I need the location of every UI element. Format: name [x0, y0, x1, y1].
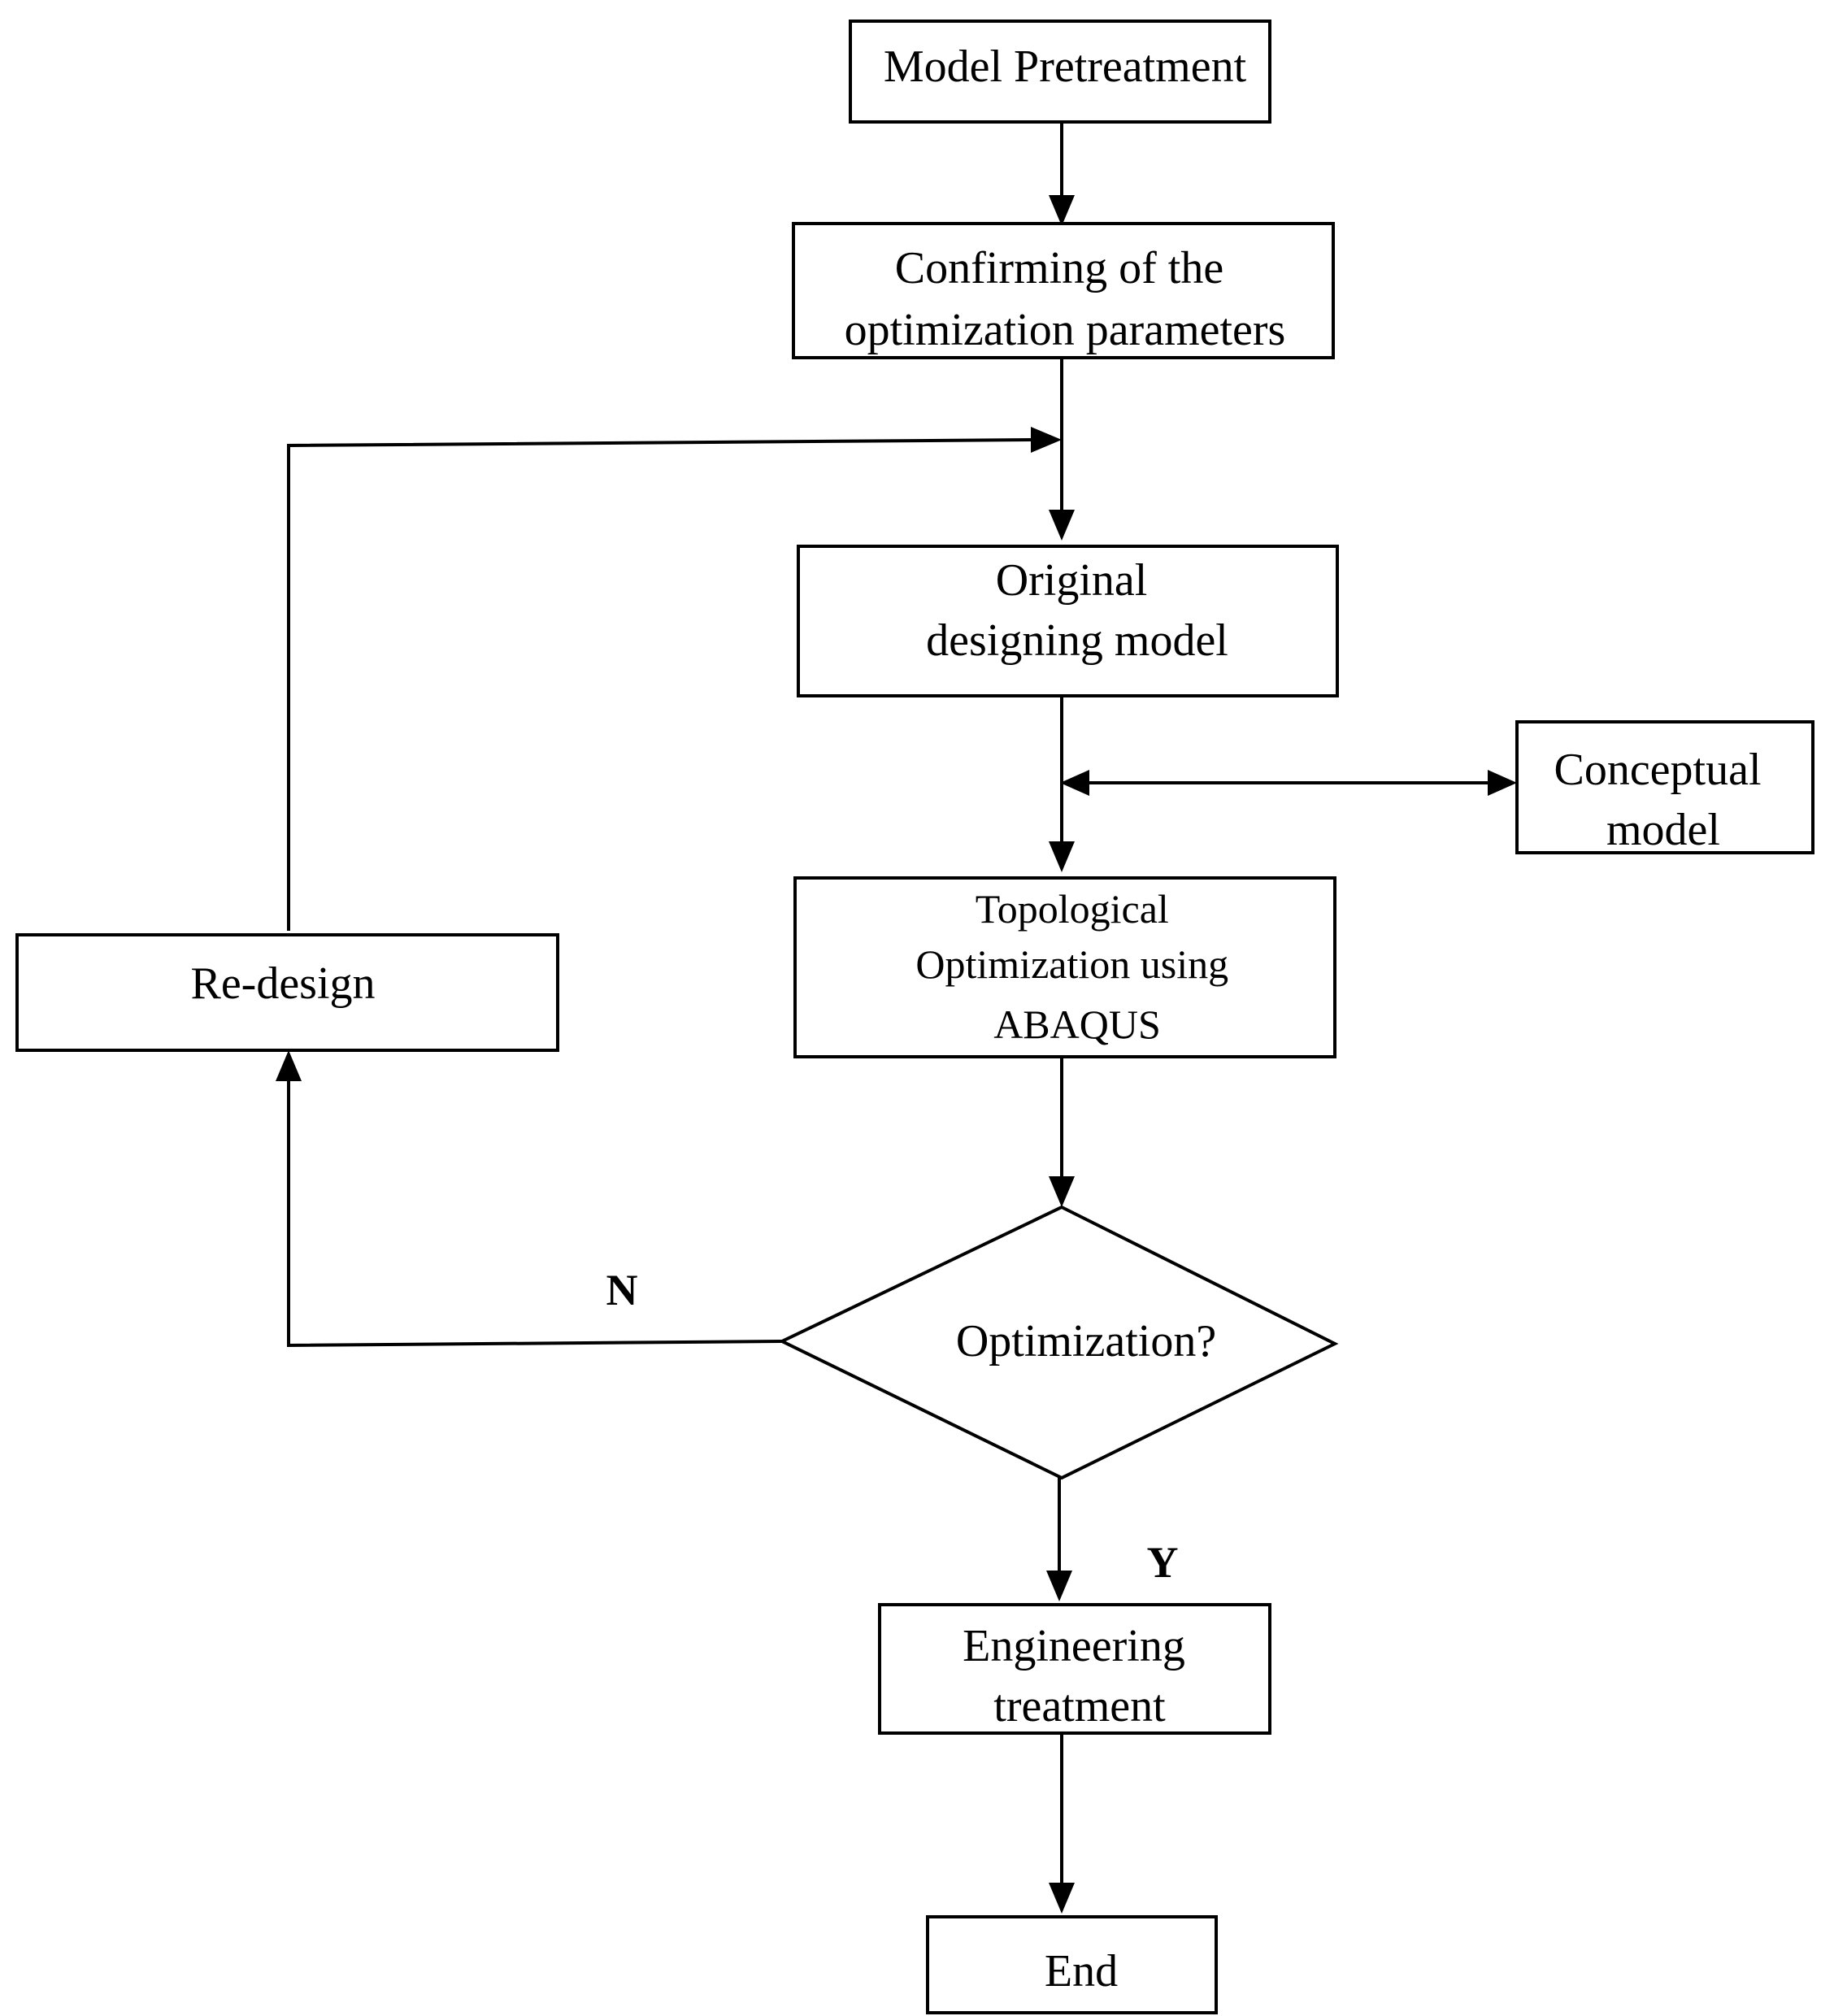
node-original-model-line-2: designing model [926, 615, 1228, 666]
branch-label-no: N [606, 1266, 638, 1314]
node-topological-optimization-line-2: Optimization using [915, 941, 1228, 987]
node-confirming-parameters-line-1: Confirming of the [895, 243, 1223, 293]
edge-decision-yes-to-engineering [1046, 1475, 1072, 1601]
svg-text:Model Pretreatment: Model Pretreatment [884, 41, 1247, 92]
node-confirming-parameters: Confirming of the optimization parameter… [792, 222, 1335, 359]
node-optimization-decision: Optimization? [778, 1205, 1339, 1480]
node-end-line-1: End [1045, 1946, 1118, 1996]
svg-text:Topological Optimization: Topological Optimization using ABAQUS [915, 886, 1238, 1047]
svg-text:Conceptual model: Conceptual model [1554, 745, 1772, 855]
node-engineering-treatment-line-2: treatment [993, 1681, 1166, 1731]
svg-text:Re-design: Re-design [190, 958, 375, 1009]
node-model-pretreatment: Model Pretreatment [849, 20, 1271, 124]
edge-engineering-to-end [1049, 1733, 1075, 1914]
node-original-model: Original designing model [797, 545, 1339, 697]
node-end: End [926, 1915, 1218, 2014]
svg-text:End: End [1045, 1946, 1118, 1996]
node-conceptual-model: Conceptual model [1515, 720, 1814, 855]
svg-text:Engineering treatment: Engineering treatment [963, 1621, 1197, 1731]
edge-redesign-loop [287, 427, 1062, 931]
edge-original-to-topological [1049, 696, 1075, 872]
node-topological-optimization-line-3: ABAQUS [993, 1001, 1161, 1047]
node-engineering-treatment-line-1: Engineering [963, 1621, 1185, 1671]
node-engineering-treatment: Engineering treatment [878, 1603, 1271, 1735]
svg-text:Optimization?: Optimization? [956, 1316, 1216, 1366]
edge-conceptual-link [1060, 770, 1517, 796]
edge-topological-to-decision [1049, 1057, 1075, 1207]
node-conceptual-model-line-2: model [1606, 805, 1720, 855]
node-original-model-line-1: Original [996, 555, 1148, 606]
node-confirming-parameters-line-2: optimization parameters [845, 305, 1286, 355]
node-re-design-line-1: Re-design [190, 958, 375, 1009]
node-topological-optimization: Topological Optimization using ABAQUS [793, 876, 1336, 1058]
node-conceptual-model-line-1: Conceptual [1554, 745, 1761, 795]
svg-text:Confirming of the optimi: Confirming of the optimization parameter… [845, 243, 1286, 355]
node-topological-optimization-line-1: Topological [976, 886, 1169, 932]
node-re-design: Re-design [15, 933, 559, 1052]
svg-text:Original designing model: Original designing model [926, 555, 1228, 666]
edge-pretreatment-to-confirming [1049, 122, 1075, 226]
branch-label-yes: Y [1147, 1538, 1179, 1587]
edge-decision-no-to-redesign [276, 1050, 783, 1348]
edge-confirming-to-original [1049, 358, 1075, 541]
node-model-pretreatment-line-1: Model Pretreatment [884, 41, 1247, 92]
node-optimization-decision-line-1: Optimization? [956, 1316, 1216, 1366]
